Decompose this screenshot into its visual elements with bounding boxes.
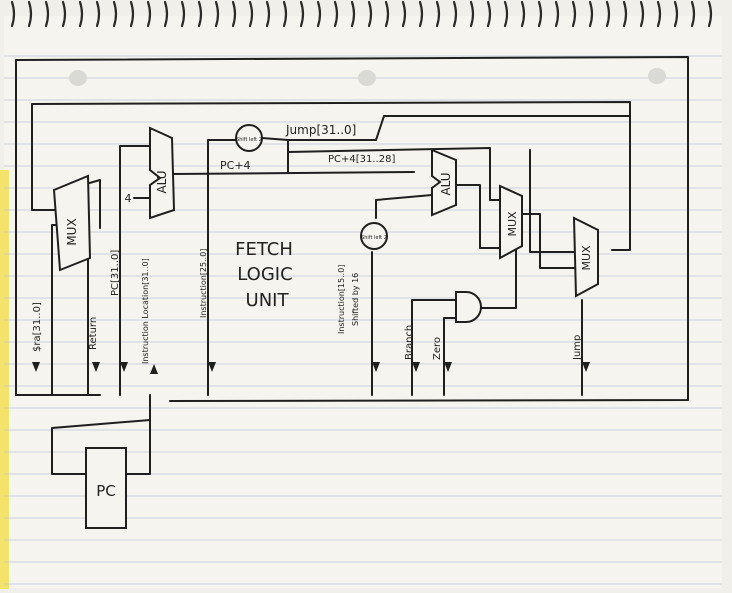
- margin-strip: [0, 170, 9, 589]
- punch-hole-center: [358, 70, 376, 86]
- pc-register-label: PC: [96, 482, 116, 500]
- label-zero: Zero: [432, 337, 443, 360]
- label-jump: Jump: [572, 335, 583, 361]
- shift-left-2-branch-label: Shift left 2: [361, 235, 387, 241]
- title-line-1: FETCH: [235, 239, 293, 260]
- mux-jump-select: MUX: [574, 218, 598, 296]
- alu-pc-increment: ALU: [150, 128, 174, 218]
- mux-jump-select-label: MUX: [580, 245, 593, 271]
- mux-branch-select: MUX: [500, 186, 522, 258]
- alu-branch-target-label: ALU: [439, 172, 453, 195]
- shift-left-2-jump-label: Shift left 2: [236, 137, 262, 143]
- label-instruction-location: Instruction Location[31..0]: [141, 258, 150, 364]
- label-instruction-25-0: Instruction[25..0]: [199, 249, 208, 318]
- label-return: Return: [88, 317, 99, 350]
- label-pc-bus: PC[31..0]: [110, 250, 121, 296]
- label-ra: $ra[31..0]: [32, 302, 43, 352]
- punch-hole-left: [69, 70, 87, 86]
- shift-left-2-branch: Shift left 2: [361, 223, 387, 249]
- mux-branch-select-label: MUX: [506, 211, 519, 237]
- label-instruction-15-0: Instruction[15..0]: [337, 265, 346, 334]
- pc-register: PC: [86, 448, 126, 528]
- shift-left-2-jump: Shift left 2: [236, 125, 262, 151]
- title-line-3: UNIT: [246, 290, 290, 311]
- and-gate: [456, 292, 481, 322]
- label-pc-plus-4: PC+4: [220, 159, 251, 172]
- label-branch: Branch: [404, 325, 415, 360]
- label-pc-upper: PC+4[31..28]: [328, 154, 395, 165]
- label-jump-bus: Jump[31..0]: [285, 123, 356, 137]
- label-const-four: 4: [125, 192, 132, 205]
- mux-pc-select-label: MUX: [65, 218, 79, 245]
- punch-hole-right: [648, 68, 666, 84]
- alu-pc-increment-label: ALU: [155, 170, 169, 193]
- label-shifted-by-16: Shifted by 16: [351, 273, 360, 326]
- title-line-2: LOGIC: [237, 264, 292, 285]
- mux-pc-select: MUX: [54, 176, 90, 270]
